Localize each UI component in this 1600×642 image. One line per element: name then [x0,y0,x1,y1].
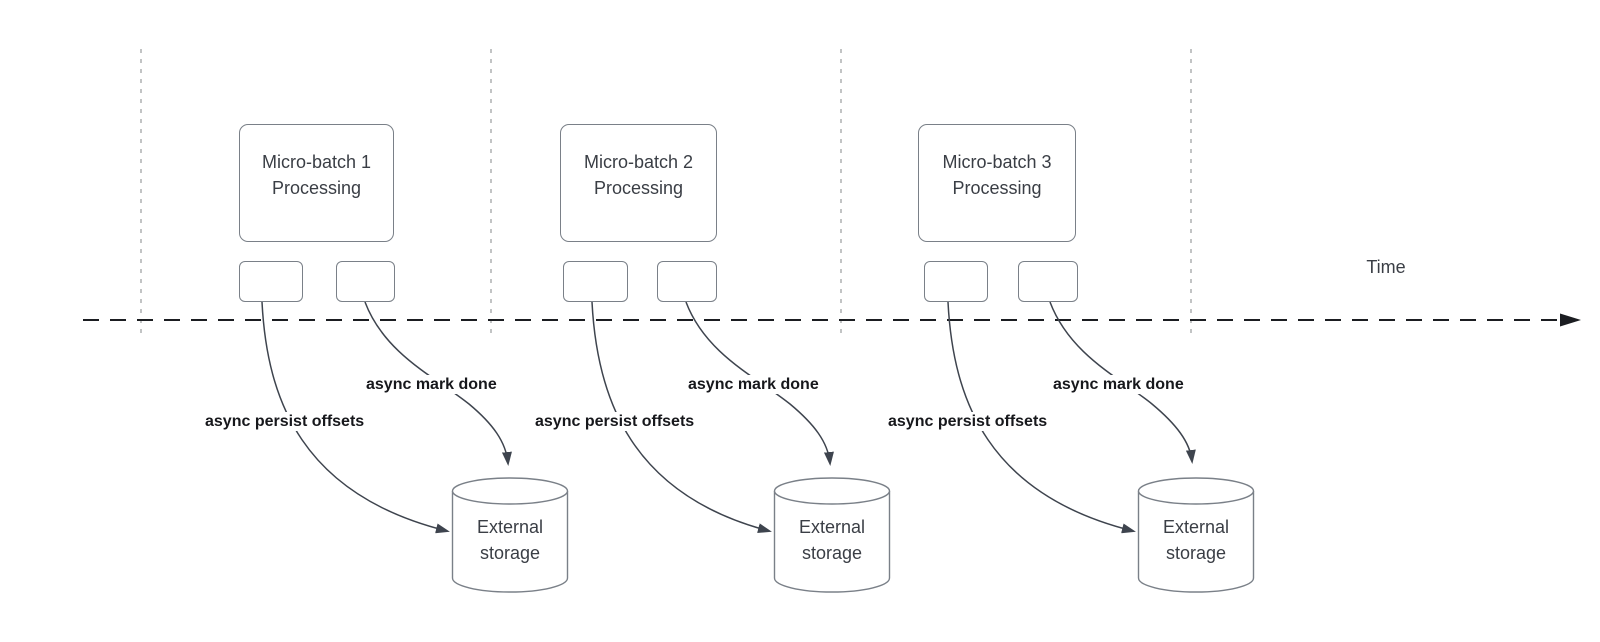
micro-batch-3-title: Micro-batch 3 Processing [942,152,1052,198]
mark-done-task-box-3 [1018,261,1078,302]
external-storage-label-2: External storage [798,517,866,563]
external-storage-3: External storage [1137,477,1255,593]
persist-offsets-label-3: async persist offsets [885,412,1051,431]
time-axis-label: Time [1366,257,1406,277]
time-axis-arrowhead-icon [1560,313,1581,327]
external-storage-label-3: External storage [1162,517,1230,563]
mark-done-arrow-2 [685,301,834,466]
persist-offsets-label-1: async persist offsets [202,412,368,431]
mark-done-label-3: async mark done [1050,375,1187,394]
micro-batch-1-title: Micro-batch 1 Processing [261,152,372,198]
mark-done-label-1: async mark done [363,375,500,394]
persist-offsets-task-box-2 [563,261,628,302]
persist-offsets-task-box-3 [924,261,988,302]
mark-done-arrow-1 [364,301,512,466]
persist-offsets-arrow-1 [261,301,450,534]
micro-batch-2-box: Micro-batch 2 Processing [560,124,717,242]
mark-done-arrow-3 [1049,301,1196,464]
mark-done-task-box-1 [336,261,395,302]
cylinder-icon [451,477,569,593]
persist-offsets-task-box-1 [239,261,303,302]
external-storage-1: External storage [451,477,569,593]
persist-offsets-arrow-3 [947,301,1136,534]
external-storage-label-1: External storage [476,517,544,563]
mark-done-task-box-2 [657,261,717,302]
persist-offsets-arrow-2 [591,301,772,534]
cylinder-icon [1137,477,1255,593]
mark-done-label-2: async mark done [685,375,822,394]
micro-batch-3-box: Micro-batch 3 Processing [918,124,1076,242]
persist-offsets-label-2: async persist offsets [532,412,698,431]
micro-batch-1-box: Micro-batch 1 Processing [239,124,394,242]
external-storage-2: External storage [773,477,891,593]
micro-batch-2-title: Micro-batch 2 Processing [583,152,694,198]
cylinder-icon [773,477,891,593]
